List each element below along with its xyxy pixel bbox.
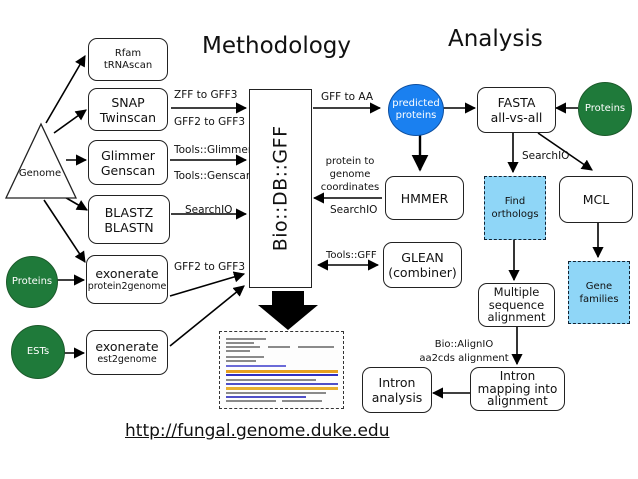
alignment-label: alignment — [487, 310, 546, 325]
analysis-title: Analysis — [448, 26, 543, 52]
gene-families-box: Gene families — [568, 261, 630, 324]
genscan-label: Genscan — [100, 162, 156, 178]
blastz-blastn-box: BLASTZ BLASTN — [88, 195, 170, 244]
glimmer-label: Glimmer — [101, 147, 155, 163]
est2genome-label: est2genome — [97, 354, 157, 366]
trnascan-label: tRNAscan — [103, 59, 153, 71]
glean-combiner-box: GLEAN (combiner) — [383, 242, 462, 288]
snap-label: SNAP — [111, 94, 145, 110]
proteins-label: proteins — [395, 110, 437, 121]
ests-label: ESTs — [26, 345, 50, 357]
intron-analysis-box: Intron analysis — [362, 367, 432, 413]
glean-label: GLEAN — [401, 250, 444, 265]
gff2-to-gff3-label: GFF2 to GFF3 — [174, 116, 246, 128]
exonerate-protein2genome-box: exonerate protein2genome — [86, 255, 168, 304]
sequence-label: sequence — [488, 297, 545, 312]
gbrowse-preview-image — [219, 331, 344, 409]
coordinates-line: coordinates — [320, 182, 380, 193]
gff2-to-gff3-label: GFF2 to GFF3 — [174, 261, 246, 273]
all-vs-all-label: all-vs-all — [490, 110, 543, 125]
mcl-box: MCL — [559, 176, 633, 223]
fasta-label: FASTA — [497, 95, 536, 110]
fasta-all-vs-all-box: FASTA all-vs-all — [477, 87, 556, 133]
tools-genscan-label: Tools::Genscan — [174, 170, 253, 182]
genome-line: genome — [329, 169, 371, 180]
combiner-label: (combiner) — [388, 265, 457, 280]
proteins-source-circle: Proteins — [6, 256, 58, 308]
orthologs-label: orthologs — [491, 209, 539, 220]
intron-mapping-box: Intron mapping into alignment — [470, 367, 565, 411]
multiple-sequence-alignment-box: Multiple sequence alignment — [478, 283, 555, 327]
bio-db-gff-box: Bio::DB::GFF — [249, 89, 312, 288]
searchio-label: SearchIO — [330, 204, 378, 216]
rfam-trnascan-box: Rfam tRNAscan — [88, 38, 168, 81]
proteins-label: Proteins — [584, 102, 626, 114]
bio-alignio-line: Bio::AlignIO — [434, 339, 494, 350]
analysis-label: analysis — [371, 390, 423, 405]
intron-label: Intron — [499, 369, 536, 384]
multiple-label: Multiple — [493, 285, 540, 300]
predicted-label: predicted — [392, 97, 440, 109]
methodology-title: Methodology — [202, 33, 352, 59]
gene-label: Gene — [585, 280, 613, 292]
big-down-arrow — [258, 291, 318, 330]
genome-triangle — [4, 122, 78, 199]
twinscan-label: Twinscan — [99, 109, 157, 125]
protein2genome-label: protein2genome — [87, 281, 167, 293]
searchio-label: SearchIO — [522, 150, 570, 162]
find-orthologs-box: Find orthologs — [484, 176, 546, 240]
find-label: Find — [504, 196, 526, 207]
mcl-label: MCL — [582, 192, 610, 207]
tools-gff-label: Tools::GFF — [326, 250, 377, 261]
ests-source-circle: ESTs — [11, 325, 65, 379]
project-url-link[interactable]: http://fungal.genome.duke.edu — [125, 421, 390, 441]
tools-glimmer-label: Tools::Glimmer — [174, 144, 253, 156]
blastz-label: BLASTZ — [104, 204, 154, 220]
blastn-label: BLASTN — [104, 219, 154, 235]
rfam-label: Rfam — [114, 47, 142, 59]
proteins-right-circle: Proteins — [578, 82, 632, 136]
exonerate-label: exonerate — [95, 266, 159, 282]
snap-twinscan-box: SNAP Twinscan — [88, 88, 168, 131]
hmmer-box: HMMER — [385, 176, 464, 220]
intron-label: Intron — [378, 375, 416, 390]
predicted-proteins-circle: predicted proteins — [388, 84, 444, 136]
protein-to-line: protein to — [325, 156, 375, 167]
bio-db-gff-label: Bio::DB::GFF — [269, 125, 292, 252]
glimmer-genscan-box: Glimmer Genscan — [88, 140, 168, 185]
protein-to-genome-label: protein to genome coordinates — [318, 155, 382, 194]
families-label: families — [579, 293, 619, 305]
alignment-label: alignment — [487, 394, 548, 409]
searchio-label: SearchIO — [185, 204, 233, 216]
zff-to-gff3-label: ZFF to GFF3 — [174, 89, 238, 101]
exonerate-est2genome-box: exonerate est2genome — [86, 330, 168, 375]
exonerate-label: exonerate — [95, 339, 159, 355]
gff-to-aa-label: GFF to AA — [321, 91, 374, 103]
mapping-into-label: mapping into — [477, 381, 558, 396]
bio-alignio-label: Bio::AlignIO aa2cds alignment — [414, 338, 514, 365]
aa2cds-line: aa2cds alignment — [419, 352, 509, 364]
proteins-label: Proteins — [11, 275, 53, 287]
genome-label: Genome — [18, 168, 62, 179]
hmmer-label: HMMER — [400, 190, 449, 206]
